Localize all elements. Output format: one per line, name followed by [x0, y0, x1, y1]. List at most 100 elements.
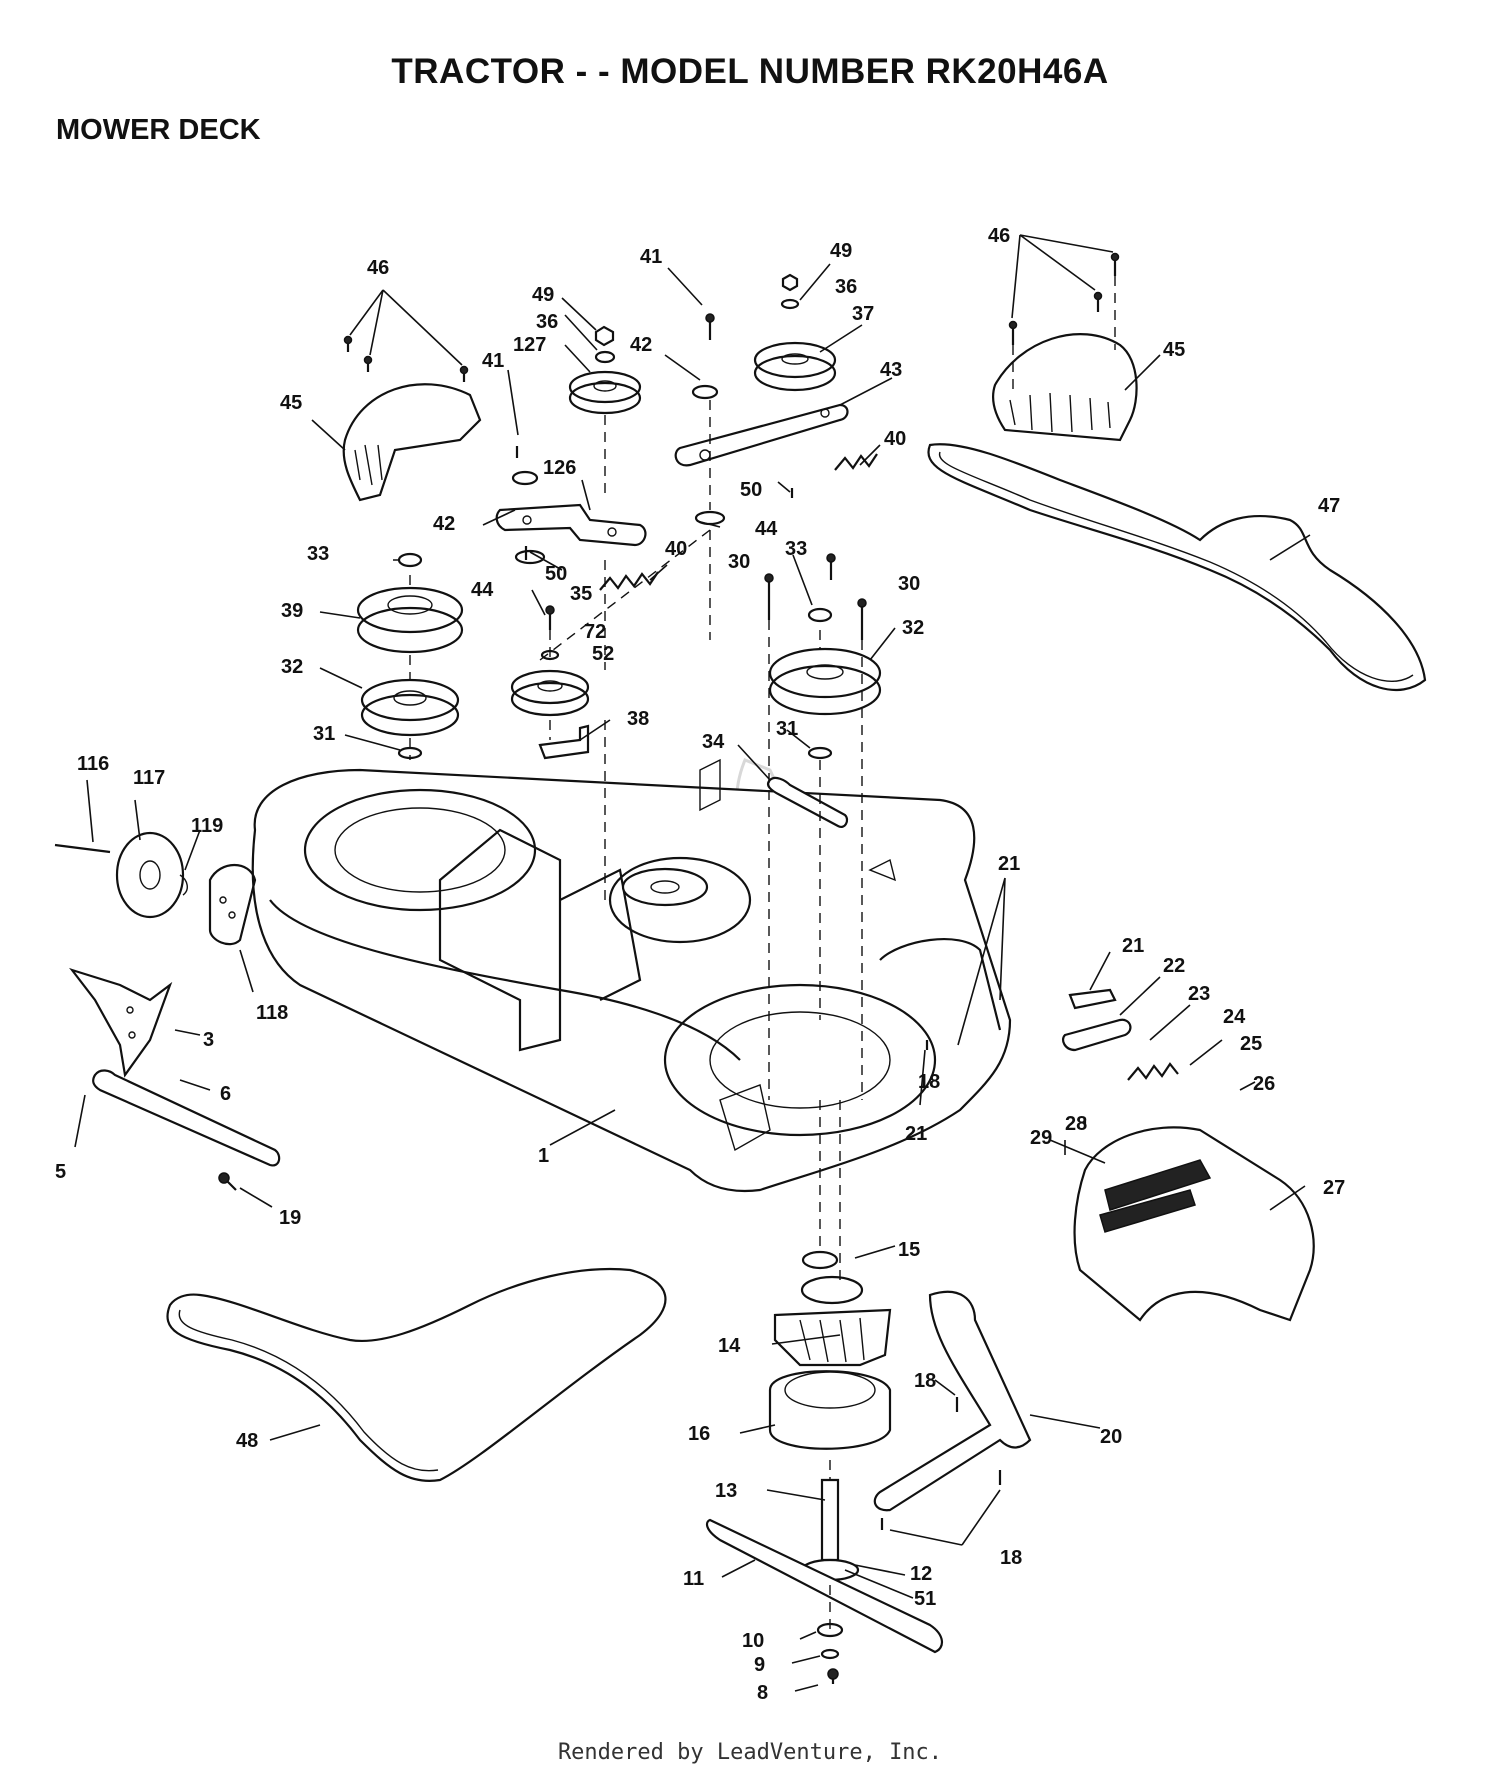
callout-46-right: 46 — [988, 225, 1010, 247]
washers-and-nuts — [397, 273, 844, 1660]
callout-21-mid: 21 — [1122, 935, 1144, 957]
idler-arm-43 — [674, 403, 849, 467]
callout-119: 119 — [191, 815, 223, 837]
callout-117: 117 — [133, 767, 165, 789]
callout-49-left: 49 — [532, 284, 554, 306]
mower-deck-housing — [208, 758, 1012, 1193]
callout-50-right: 50 — [740, 479, 762, 501]
belt-47 — [927, 443, 1427, 692]
callout-14: 14 — [718, 1335, 741, 1357]
callout-36-left: 36 — [536, 311, 558, 333]
callout-34: 34 — [702, 731, 725, 753]
part-callouts: 46 46 49 49 41 36 36 37 127 41 42 43 45 … — [55, 225, 1345, 1704]
callout-45-left: 45 — [280, 392, 302, 414]
bolts — [218, 252, 1120, 1684]
link-6 — [92, 1069, 281, 1167]
callout-1: 1 — [538, 1145, 549, 1167]
callout-37: 37 — [852, 303, 874, 325]
callout-116: 116 — [77, 753, 109, 775]
callout-44-right: 44 — [755, 518, 778, 540]
callout-33-right: 33 — [785, 538, 807, 560]
callout-27: 27 — [1323, 1177, 1345, 1199]
callout-8: 8 — [757, 1682, 768, 1704]
belt-shield-27 — [1073, 1126, 1315, 1322]
callout-16: 16 — [688, 1423, 710, 1445]
pulley-cover-45-left — [342, 383, 482, 502]
callout-126: 126 — [543, 457, 576, 479]
belt-48 — [166, 1267, 667, 1483]
bracket-34 — [766, 776, 849, 828]
callout-44-left: 44 — [471, 579, 494, 601]
hanger-bracket-3 — [69, 967, 173, 1078]
callout-48: 48 — [236, 1430, 258, 1452]
callout-23: 23 — [1188, 983, 1210, 1005]
callout-42-right: 42 — [630, 334, 652, 356]
idler-pulley-37 — [753, 341, 837, 392]
callout-50-left: 50 — [545, 563, 567, 585]
anti-scalp-wheel-117 — [54, 831, 188, 919]
spindle-shaft-13 — [800, 1478, 860, 1582]
callout-41-right: 41 — [640, 246, 662, 268]
callout-40-left: 40 — [665, 538, 687, 560]
callout-33-left: 33 — [307, 543, 329, 565]
callout-51: 51 — [914, 1588, 936, 1610]
callout-38: 38 — [627, 708, 649, 730]
section-title: MOWER DECK — [56, 114, 261, 146]
idler-pulley-52 — [510, 669, 590, 717]
callout-13: 13 — [715, 1480, 737, 1502]
callout-42-left: 42 — [433, 513, 455, 535]
callout-35: 35 — [570, 583, 592, 605]
render-credit: Rendered by LeadVenture, Inc. — [557, 1740, 943, 1765]
callout-3: 3 — [203, 1029, 214, 1051]
callout-20: 20 — [1100, 1426, 1122, 1448]
diagram-title: TRACTOR - - MODEL NUMBER RK20H46A — [391, 52, 1109, 91]
callout-18-bottom: 18 — [1000, 1547, 1022, 1569]
springs — [599, 453, 1179, 1081]
callout-21-bottom: 21 — [905, 1123, 927, 1145]
callout-43: 43 — [880, 359, 902, 381]
callout-5: 5 — [55, 1161, 66, 1183]
callout-31-left: 31 — [313, 723, 335, 745]
callout-41-left: 41 — [482, 350, 504, 372]
callout-49-right: 49 — [830, 240, 852, 262]
idler-bracket-126 — [495, 503, 647, 547]
callout-18-mid: 18 — [918, 1071, 940, 1093]
callout-29: 29 — [1030, 1127, 1052, 1149]
callout-31-right: 31 — [776, 718, 798, 740]
spindle-housing-14 — [773, 1275, 892, 1367]
bracket-38 — [538, 724, 590, 760]
blade-11 — [705, 1518, 943, 1654]
callout-10: 10 — [742, 1630, 764, 1652]
callout-15: 15 — [898, 1239, 920, 1261]
callout-9: 9 — [754, 1654, 765, 1676]
callout-28: 28 — [1065, 1113, 1087, 1135]
callout-26: 26 — [1253, 1073, 1275, 1095]
callout-36-right: 36 — [835, 276, 857, 298]
callout-30-left: 30 — [728, 551, 750, 573]
callout-118: 118 — [256, 1002, 288, 1024]
callout-30-right: 30 — [898, 573, 920, 595]
callout-52: 52 — [592, 643, 614, 665]
callout-39: 39 — [281, 600, 303, 622]
callout-19: 19 — [279, 1207, 301, 1229]
blade-baffle-20 — [873, 1290, 1032, 1512]
pulley-39 — [356, 586, 464, 654]
pulley-127 — [568, 370, 642, 415]
callout-18-right: 18 — [914, 1370, 936, 1392]
callout-24: 24 — [1223, 1006, 1246, 1028]
callout-32-left: 32 — [281, 656, 303, 678]
callout-25: 25 — [1240, 1033, 1262, 1055]
callout-40-right: 40 — [884, 428, 906, 450]
callout-47: 47 — [1318, 495, 1340, 517]
deck-pulley-center — [621, 867, 709, 907]
alignment-lines — [409, 276, 1116, 1630]
callout-6: 6 — [220, 1083, 231, 1105]
callout-11: 11 — [683, 1568, 704, 1590]
pulley-32-left — [360, 678, 460, 737]
leader-lines — [74, 234, 1311, 1692]
callout-127: 127 — [513, 334, 546, 356]
pulley-32-right — [768, 647, 882, 716]
callout-32-right: 32 — [902, 617, 924, 639]
callout-72: 72 — [584, 621, 606, 643]
